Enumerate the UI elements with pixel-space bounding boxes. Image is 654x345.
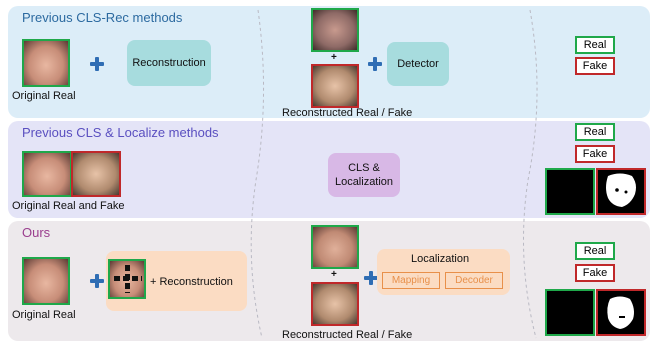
row3-small-plus: + [331,269,337,280]
row1-reconstructed-caption: Reconstructed Real / Fake [282,107,413,119]
row3-original-real-face [22,257,70,305]
row1-real-label: Real [575,36,615,54]
row1-reconstruction-box: Reconstruction [127,40,211,86]
row3-fake-mask [596,289,646,336]
row1-fake-label: Fake [575,57,615,75]
row3-localization-label: Localization [411,253,470,265]
row3-decoder-box: Decoder [445,272,503,289]
row1-reconstructed-real-face [311,8,359,52]
row2-original-caption: Original Real and Fake [12,200,125,212]
row2-fake-label: Fake [575,145,615,163]
row3-real-mask [545,289,595,336]
row3-title: Ours [22,225,51,240]
row1-original-caption: Original Real [12,90,76,102]
row2-real-mask [545,168,595,215]
row1-plus-icon-2 [368,57,382,71]
row2-fake-mask [596,168,646,215]
row1-detector-box: Detector [387,42,449,86]
row3-plus-icon [90,274,104,288]
row3-real-label: Real [575,242,615,260]
row3-reconstructed-real-face [311,225,359,269]
row1-title: Previous CLS-Rec methods [22,10,183,25]
row2-real-label: Real [575,123,615,141]
row3-masked-face [108,259,146,299]
row3-plus-reconstruction: + Reconstruction [150,276,233,288]
row3-mapping-box: Mapping [382,272,440,289]
row1-original-real-face [22,39,70,87]
row2-title: Previous CLS & Localize methods [22,125,219,140]
row3-reconstructed-caption: Reconstructed Real / Fake [282,329,413,341]
row2-cls-localization-box: CLS & Localization [328,153,400,197]
row2-original-real-face [22,151,72,197]
row2-original-fake-face [71,151,121,197]
row1-plus-icon [90,57,104,71]
row1-reconstructed-fake-face [311,64,359,108]
row3-plus-icon-2 [364,271,378,285]
row3-fake-label: Fake [575,264,615,282]
row3-reconstructed-fake-face [311,282,359,326]
row1-small-plus: + [331,52,337,63]
row3-original-caption: Original Real [12,309,76,321]
